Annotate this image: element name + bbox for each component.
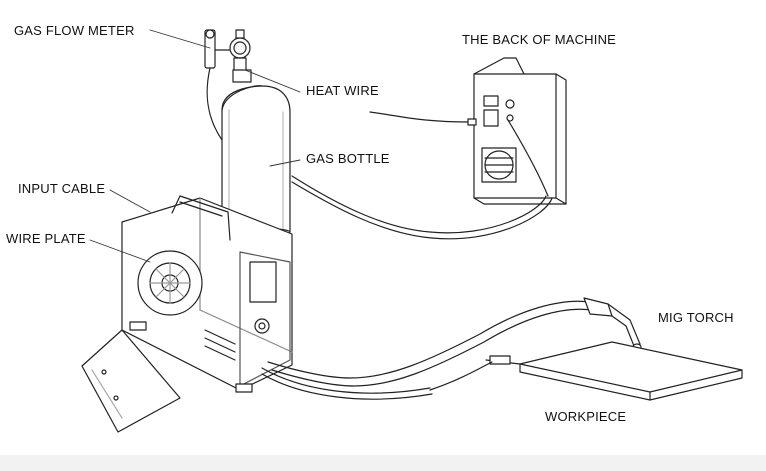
- gas-hose: [291, 119, 553, 240]
- heat-wire: [369, 111, 477, 126]
- label-heat-wire: HEAT WIRE: [306, 83, 379, 98]
- label-wire-plate: WIRE PLATE: [6, 231, 86, 246]
- leader-wire-plate: [89, 239, 151, 263]
- bottom-strip: [0, 455, 766, 471]
- workpiece: [429, 341, 743, 401]
- label-input-cable: INPUT CABLE: [18, 181, 106, 196]
- back-of-machine: [473, 57, 567, 205]
- welding-machine: [81, 195, 293, 433]
- mig-torch-cable: [261, 300, 593, 400]
- label-gas-flow-meter: GAS FLOW METER: [14, 23, 135, 38]
- label-back-of-machine: THE BACK OF MACHINE: [462, 32, 617, 47]
- label-gas-bottle: GAS BOTTLE: [306, 151, 390, 166]
- label-mig-torch: MIG TORCH: [658, 310, 734, 325]
- leader-heat-wire: [244, 69, 301, 93]
- gas-flow-meter: [204, 29, 251, 141]
- leader-gas-bottle: [269, 159, 301, 167]
- leader-lines: [89, 29, 301, 263]
- leader-gas-flow-meter: [149, 29, 211, 49]
- label-workpiece: WORKPIECE: [545, 409, 627, 424]
- leader-input-cable: [109, 189, 151, 213]
